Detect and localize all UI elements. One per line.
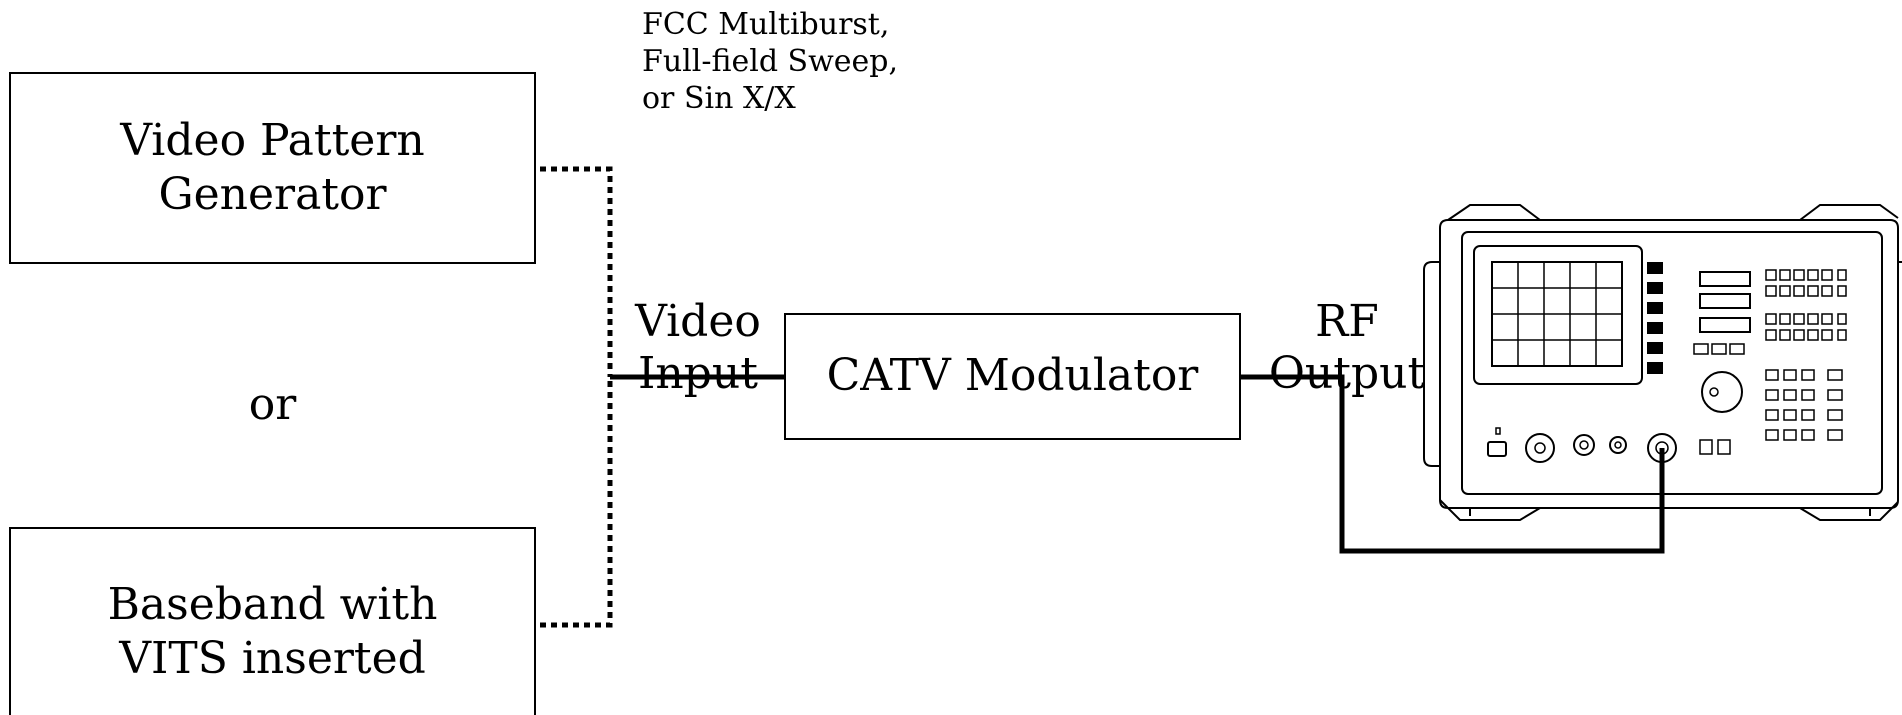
generator-box-label: Video Pattern Generator xyxy=(10,114,535,222)
signals-note-line3: or Sin X/X xyxy=(642,81,796,116)
spectrum-analyzer-icon xyxy=(1423,204,1902,521)
dotted-connector-generator xyxy=(540,166,613,377)
video-input-label: Video Input xyxy=(628,296,768,400)
modulator-box-label: CATV Modulator xyxy=(826,350,1199,401)
generator-box xyxy=(9,72,536,264)
signals-note: FCC Multiburst, Full-field Sweep, or Sin… xyxy=(642,6,898,117)
rf-output-cable xyxy=(1240,374,1665,554)
baseband-box xyxy=(9,527,536,715)
baseband-label-line1: Baseband with xyxy=(107,579,438,630)
generator-label-line1: Video Pattern xyxy=(120,115,425,166)
rf-output-label: RF Output xyxy=(1262,296,1432,400)
signals-note-line2: Full-field Sweep, xyxy=(642,44,899,79)
generator-label-line2: Generator xyxy=(158,169,387,220)
rf-output-line1: RF xyxy=(1315,296,1379,347)
signals-note-line1: FCC Multiburst, xyxy=(642,7,890,42)
video-input-line2: Input xyxy=(638,348,758,399)
dotted-connector-baseband xyxy=(540,377,613,628)
baseband-label-line2: VITS inserted xyxy=(119,633,426,684)
or-label: or xyxy=(248,379,297,430)
baseband-box-label: Baseband with VITS inserted xyxy=(10,578,535,686)
rf-output-line2: Output xyxy=(1268,348,1426,399)
video-input-line1: Video xyxy=(635,296,761,347)
